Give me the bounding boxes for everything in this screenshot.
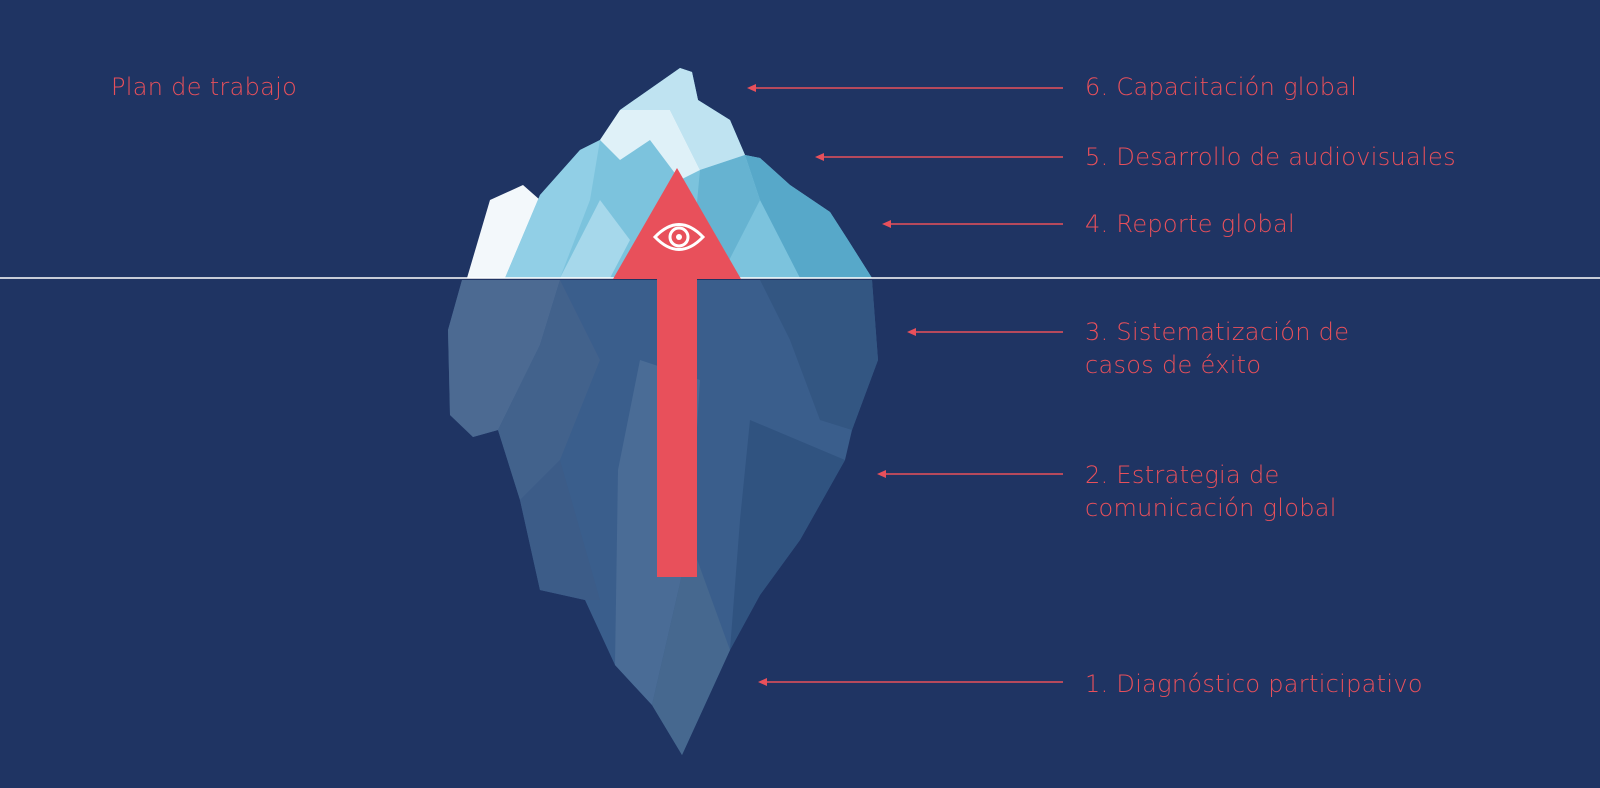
pointer-arrow-6: [747, 84, 1063, 92]
step-3-label: 3. Sistematización de casos de éxito: [1085, 318, 1350, 379]
step-2-label: 2. Estrategia de comunicación global: [1085, 461, 1337, 522]
step-1-label: 1. Diagnóstico participativo: [1085, 670, 1423, 698]
pointer-arrow-2: [877, 470, 1063, 478]
eye-icon: [652, 223, 706, 251]
pointer-arrow-1: [758, 678, 1063, 686]
step-6-label: 6. Capacitación global: [1085, 73, 1358, 101]
pointer-arrow-5: [815, 153, 1063, 161]
pointer-arrow-3: [907, 328, 1063, 336]
step-4-label: 4. Reporte global: [1085, 210, 1295, 238]
pointer-arrow-4: [882, 220, 1063, 228]
step-5-label: 5. Desarrollo de audiovisuales: [1085, 143, 1456, 171]
plan-title: Plan de trabajo: [111, 73, 298, 101]
pointer-arrows: [747, 84, 1063, 686]
